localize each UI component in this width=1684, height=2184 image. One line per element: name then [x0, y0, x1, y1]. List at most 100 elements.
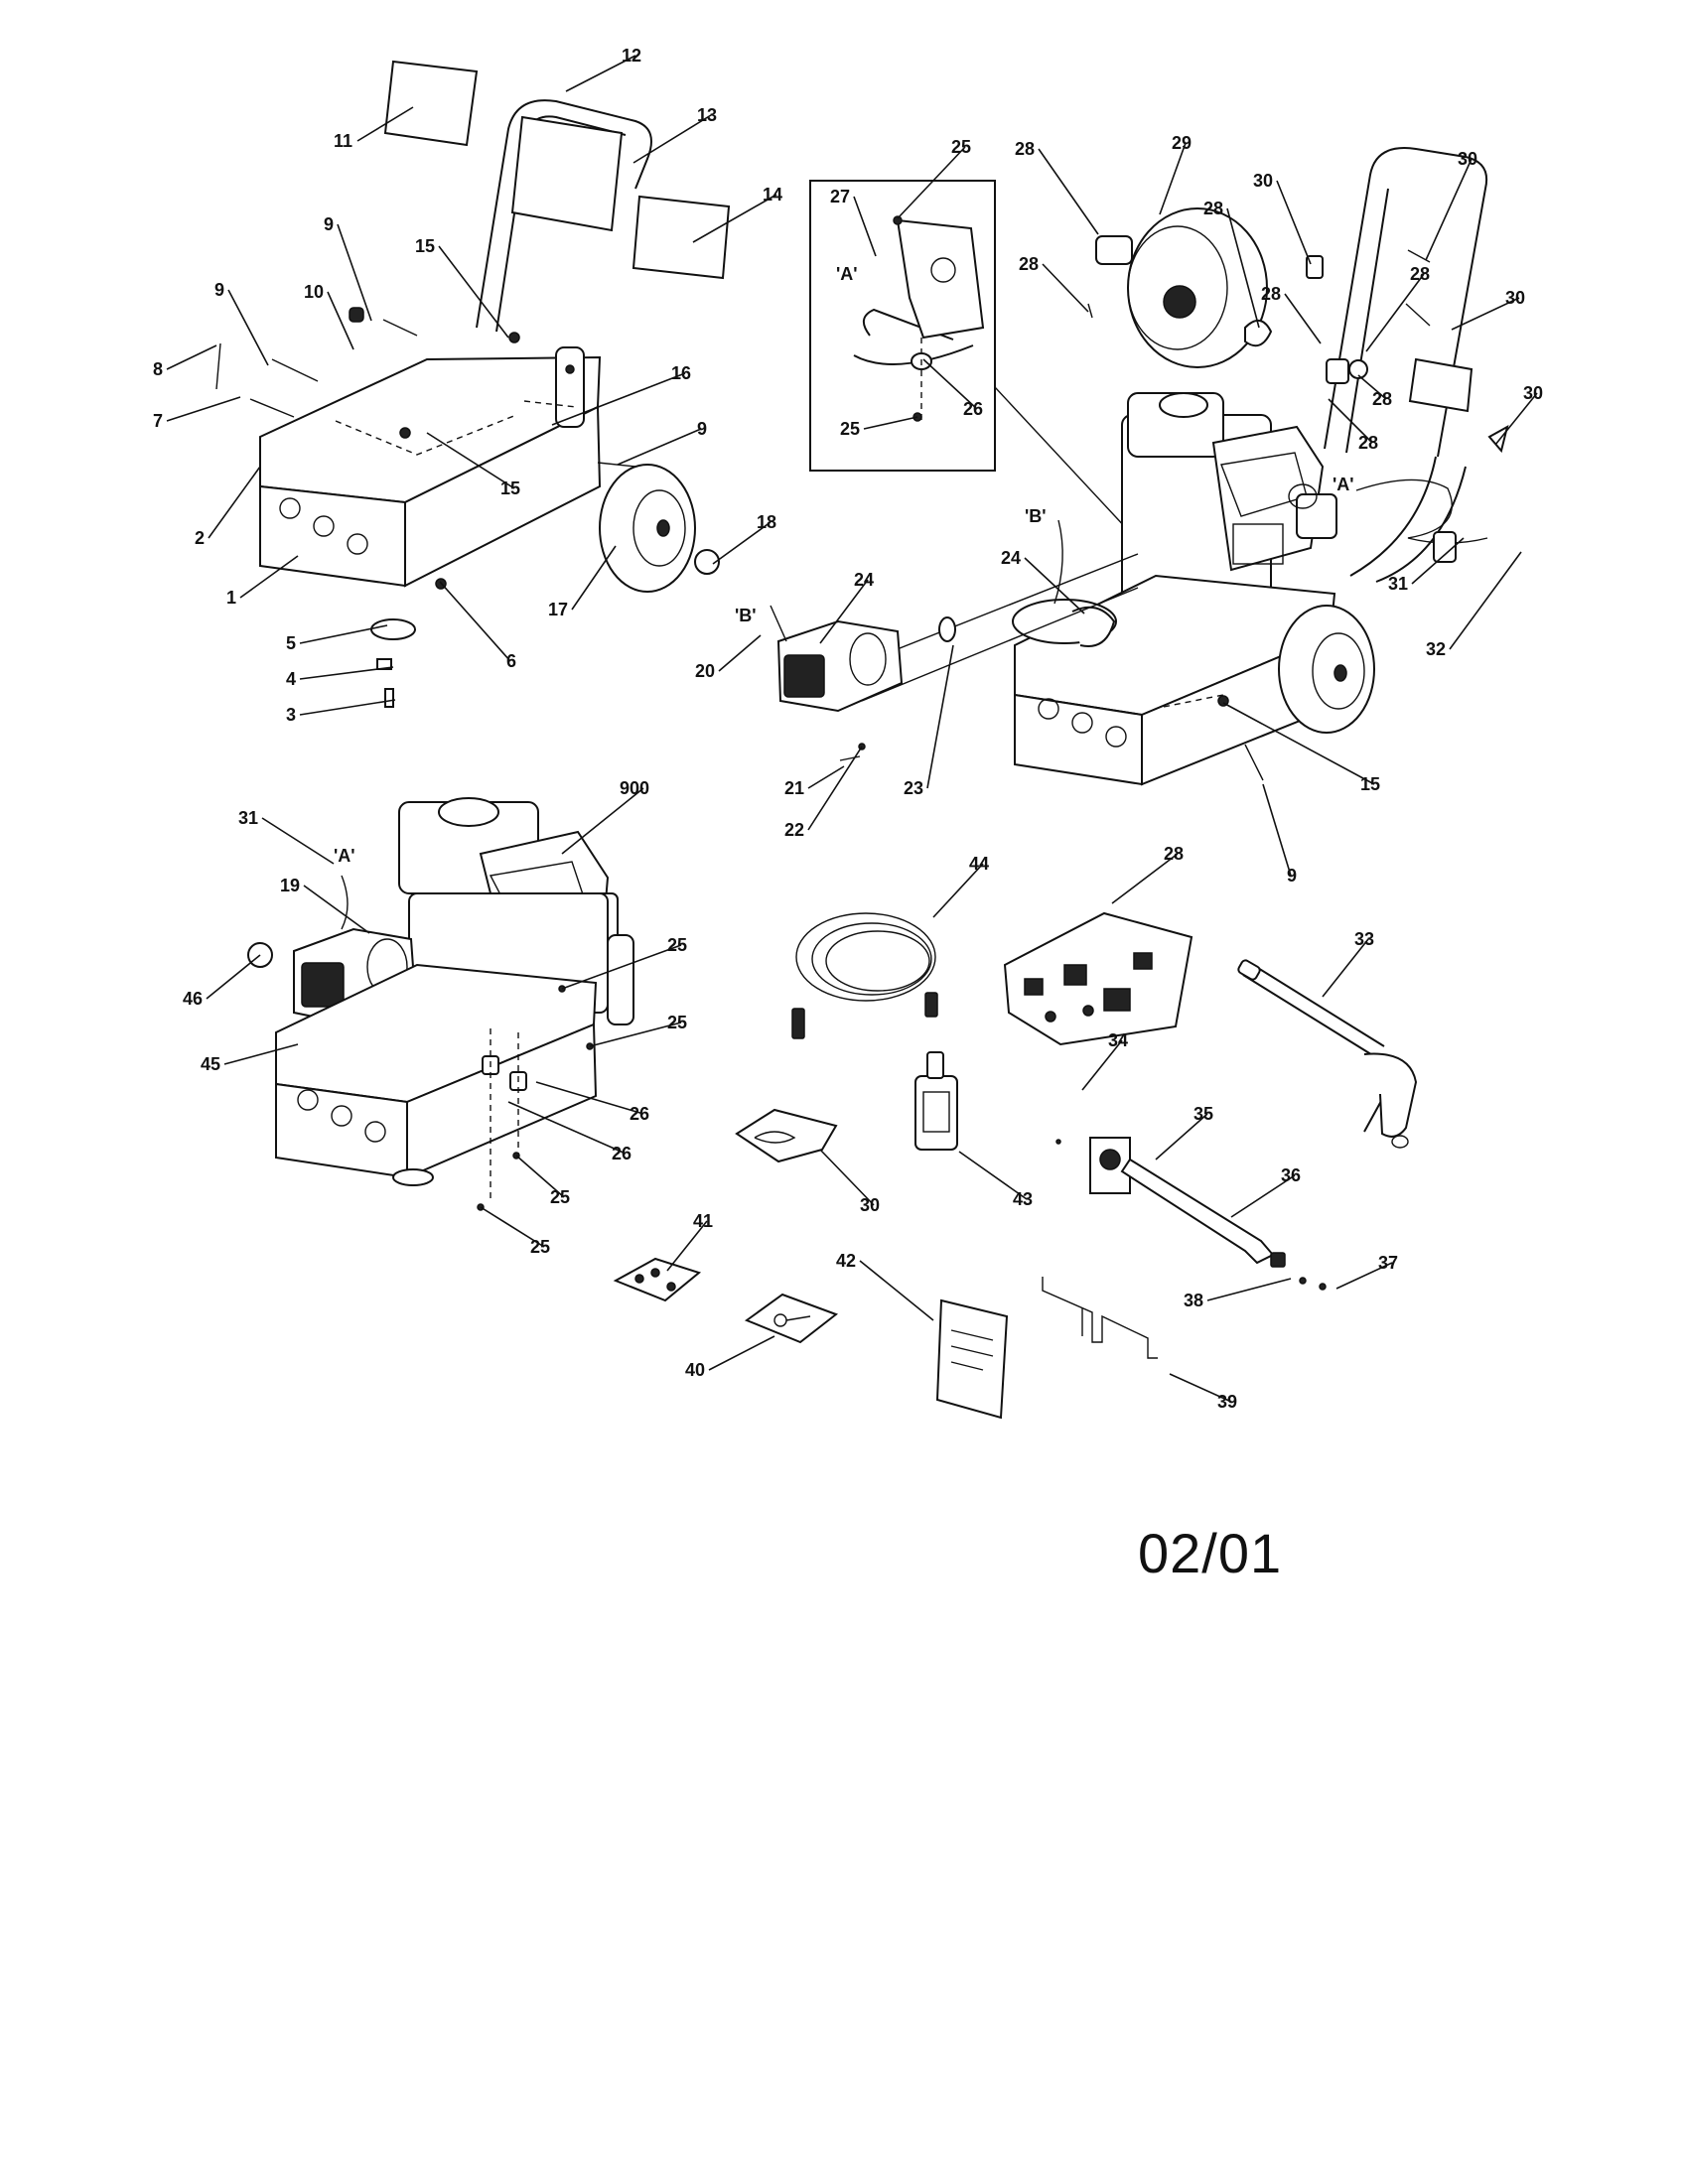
callout-c13: 13	[632, 105, 717, 164]
callout-leader	[208, 466, 261, 539]
callout-number: 25	[530, 1237, 550, 1257]
callout-leader	[571, 545, 617, 611]
callout-number: 28	[1203, 199, 1223, 218]
callout-c30b: 30	[1425, 149, 1477, 261]
callout-leader	[1322, 938, 1369, 998]
callout-c31b: 31	[238, 808, 335, 865]
callout-number: 25	[667, 935, 687, 955]
callout-leader	[932, 863, 984, 918]
callout-number: 9	[214, 280, 224, 300]
callout-number: 10	[304, 282, 324, 302]
callout-leader	[958, 1151, 1028, 1200]
callout-c25a: 25	[897, 137, 971, 219]
callout-leader	[1206, 1278, 1292, 1301]
callout-number: 28	[1358, 433, 1378, 453]
callout-leader	[299, 666, 394, 680]
callout-c9b: 9	[214, 280, 269, 366]
callout-leader	[535, 1081, 644, 1115]
callout-c24a: 24	[819, 570, 874, 644]
callout-number: 46	[183, 989, 203, 1009]
callout-c9a: 9	[324, 214, 372, 322]
callout-c38: 38	[1184, 1278, 1292, 1310]
callout-c2: 2	[195, 466, 261, 548]
callout-number: 900	[620, 778, 649, 798]
callout-c25f: 25	[480, 1206, 550, 1257]
hub-cap-18	[694, 549, 720, 575]
callout-number: 18	[757, 512, 776, 532]
callout-leader	[356, 106, 414, 142]
callout-c16: 16	[551, 363, 691, 426]
callout-c18: 18	[712, 512, 776, 565]
callout-c40: 40	[685, 1335, 775, 1380]
callout-c19: 19	[280, 876, 370, 934]
callout-c28g: 28	[1365, 264, 1430, 352]
callout-leader	[819, 1149, 875, 1206]
callout-c29: 29	[1159, 133, 1192, 215]
callout-leader	[1357, 374, 1387, 400]
callout-c44: 44	[932, 854, 989, 918]
callout-number: 27	[830, 187, 850, 206]
callout-leader	[1449, 551, 1522, 650]
callout-number: 30	[1505, 288, 1525, 308]
callout-leader	[1335, 1262, 1393, 1290]
callout-leader	[863, 416, 918, 430]
callout-number: 37	[1378, 1253, 1398, 1273]
callout-number: 30	[860, 1195, 880, 1215]
callout-number: 28	[1410, 264, 1430, 284]
callout-leader	[666, 1220, 708, 1272]
callout-leader	[1024, 557, 1085, 614]
callout-number: 25	[550, 1187, 570, 1207]
accessories	[613, 911, 1418, 1420]
callout-leader	[1159, 142, 1187, 215]
callout-leader	[327, 291, 354, 350]
connection-marker-a1: 'A'	[836, 264, 858, 284]
callout-c8: 8	[153, 344, 217, 379]
callout-leader	[859, 1260, 934, 1321]
callout-number: 30	[1458, 149, 1477, 169]
callout-c15a: 15	[415, 236, 509, 339]
callout-number: 16	[671, 363, 691, 383]
callout-c33: 33	[1322, 929, 1374, 998]
callout-number: 24	[854, 570, 874, 590]
callout-leader	[1451, 297, 1520, 331]
callout-c30a: 30	[1253, 171, 1312, 265]
callout-leader	[507, 1101, 627, 1155]
callout-leader	[897, 146, 966, 219]
connection-marker-a5: 'B'	[735, 606, 757, 625]
callout-number: 31	[1388, 574, 1408, 594]
callout-number: 21	[784, 778, 804, 798]
callout-c28e: 28	[1357, 374, 1392, 409]
callout-leader	[561, 944, 682, 990]
callout-c35: 35	[1155, 1104, 1213, 1160]
callout-leader	[303, 885, 370, 934]
callout-number: 15	[1360, 774, 1380, 794]
callout-c28b: 28	[1019, 254, 1089, 313]
callout-number: 1	[226, 588, 236, 608]
callout-number: 25	[840, 419, 860, 439]
callout-number: 30	[1253, 171, 1273, 191]
callout-c23: 23	[904, 644, 954, 798]
callout-leader	[922, 358, 978, 410]
callout-leader	[1411, 537, 1465, 585]
callout-c26b: 26	[535, 1081, 649, 1124]
callout-number: 32	[1426, 639, 1446, 659]
callout-number: 43	[1013, 1189, 1033, 1209]
callout-c28a: 28	[1015, 139, 1099, 235]
callout-number: 15	[500, 478, 520, 498]
callout-c5: 5	[286, 624, 388, 653]
callout-leader	[565, 55, 636, 92]
callout-leader	[692, 194, 777, 243]
callout-number: 9	[697, 419, 707, 439]
callout-number: 28	[1164, 844, 1184, 864]
connection-marker-a4: 'B'	[1025, 506, 1047, 526]
callout-c25d: 25	[589, 1013, 687, 1047]
callout-c4: 4	[286, 666, 394, 689]
callout-number: 26	[630, 1104, 649, 1124]
callout-number: 6	[506, 651, 516, 671]
upper-right-assembly	[770, 147, 1509, 786]
callout-c30e: 30	[819, 1149, 880, 1215]
annotation-layer: 'A''A''A''B''B'	[334, 264, 1354, 866]
callout-c900: 900	[561, 778, 649, 855]
